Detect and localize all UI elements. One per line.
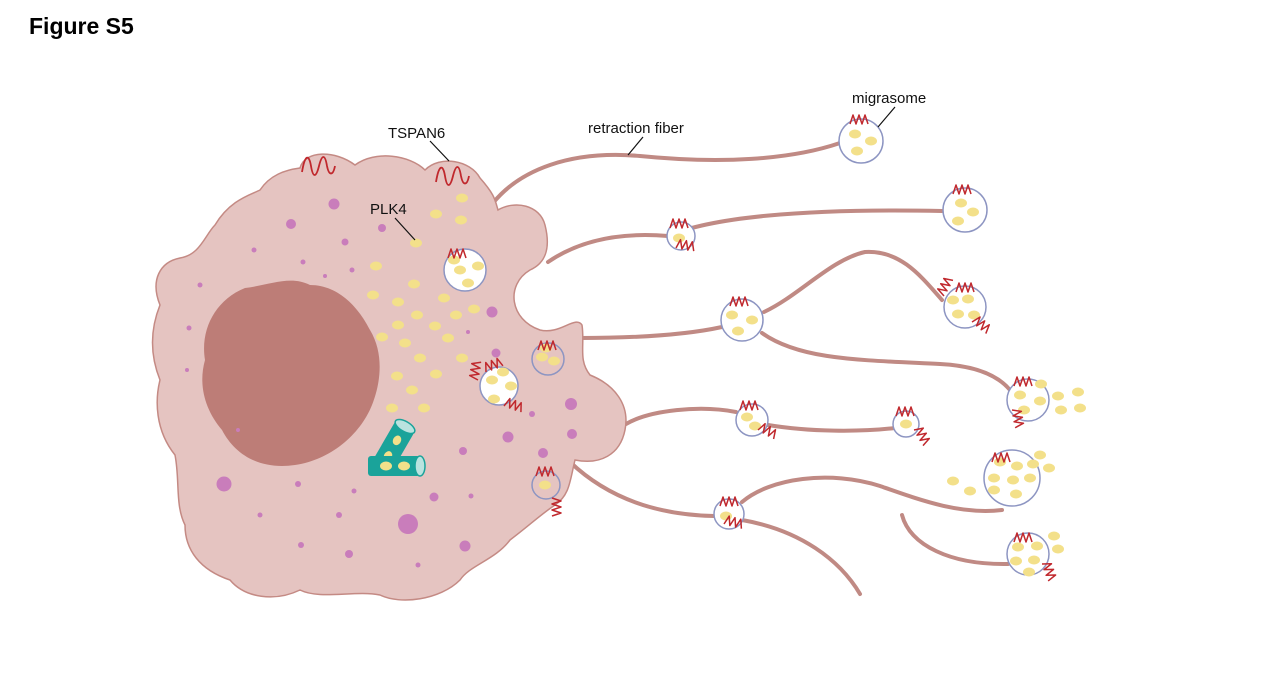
retraction-fiber-label: retraction fiber [588,120,684,137]
fiber-4 [624,406,897,433]
fiber-3 [578,325,724,340]
fiber-5c [900,513,1010,567]
vesicle-dots [185,198,577,568]
cell-body [151,153,627,601]
nucleus [202,280,380,466]
centriole-icon [368,418,426,477]
fiber-3a [762,249,944,314]
tspan6-label: TSPAN6 [388,125,445,142]
fiber-5b [740,518,862,596]
fiber-3b [760,331,1012,392]
fiber-5 [568,460,716,518]
plk4-label: PLK4 [370,201,407,218]
fiber-1 [491,141,842,205]
figure-title: Figure S5 [29,13,134,39]
migrasome-label: migrasome [852,90,926,107]
fiber-5a [740,475,1004,513]
